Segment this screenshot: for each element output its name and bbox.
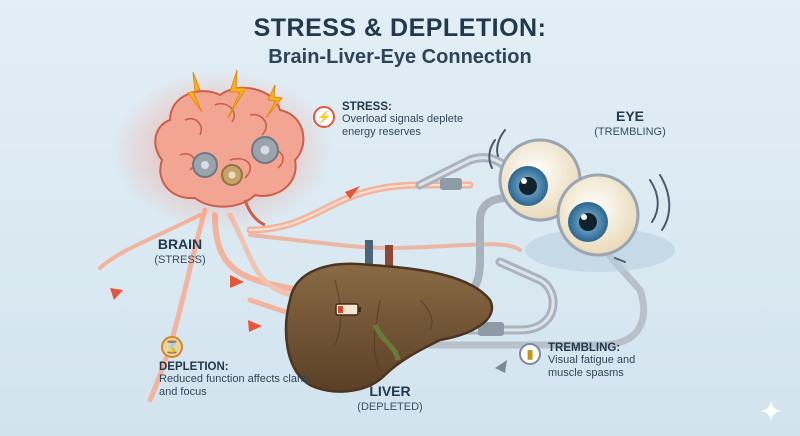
liver-illustration bbox=[284, 240, 494, 393]
gear-icon bbox=[192, 152, 218, 178]
liver-label: LIVER (DEPLETED) bbox=[330, 383, 450, 413]
liver-state: (DEPLETED) bbox=[357, 401, 423, 413]
stress-text: Overload signals deplete energy reserves bbox=[342, 113, 464, 138]
gear-icon bbox=[221, 164, 243, 186]
page-title: STRESS & DEPLETION: bbox=[253, 14, 547, 42]
lightning-icon bbox=[187, 69, 283, 119]
eye-name: EYE bbox=[615, 108, 644, 124]
eye-state: (TREMBLING) bbox=[594, 126, 666, 138]
eye-label: EYE (TREMBLING) bbox=[570, 108, 690, 138]
eyes-illustration bbox=[488, 129, 675, 272]
sparkle-icon bbox=[760, 400, 782, 422]
depletion-heading: DEPLETION: bbox=[159, 361, 229, 373]
brain-illustration bbox=[112, 69, 332, 230]
depletion-text: Reduced function affects clarity and foc… bbox=[159, 373, 312, 398]
trembling-callout: TREMBLING: Visual fatigue and muscle spa… bbox=[548, 342, 658, 380]
trembling-heading: TREMBLING: bbox=[548, 342, 621, 354]
flow-arrows bbox=[110, 186, 507, 373]
page-subtitle: Brain-Liver-Eye Connection bbox=[268, 46, 532, 68]
lightning-warning-icon: ⚡ bbox=[313, 106, 335, 128]
eye-right bbox=[556, 173, 640, 257]
stress-heading: STRESS: bbox=[342, 101, 392, 113]
depletion-callout: DEPLETION: Reduced function affects clar… bbox=[159, 361, 324, 399]
nerve-tubes bbox=[415, 153, 648, 349]
hourglass-icon: ⌛ bbox=[161, 336, 183, 358]
brain-state: (STRESS) bbox=[154, 254, 206, 266]
trembling-text: Visual fatigue and muscle spasms bbox=[548, 354, 636, 379]
low-battery-icon bbox=[335, 303, 361, 316]
brain-name: BRAIN bbox=[157, 236, 203, 252]
tremble-lines bbox=[488, 129, 671, 263]
liver-name: LIVER bbox=[369, 383, 411, 399]
gear-icon bbox=[251, 136, 279, 164]
pipe-brain-to-liver bbox=[212, 212, 303, 293]
brain-label: BRAIN (STRESS) bbox=[125, 236, 235, 266]
stress-callout: STRESS: Overload signals deplete energy … bbox=[342, 101, 482, 139]
vibration-icon: ▮ bbox=[519, 343, 541, 365]
